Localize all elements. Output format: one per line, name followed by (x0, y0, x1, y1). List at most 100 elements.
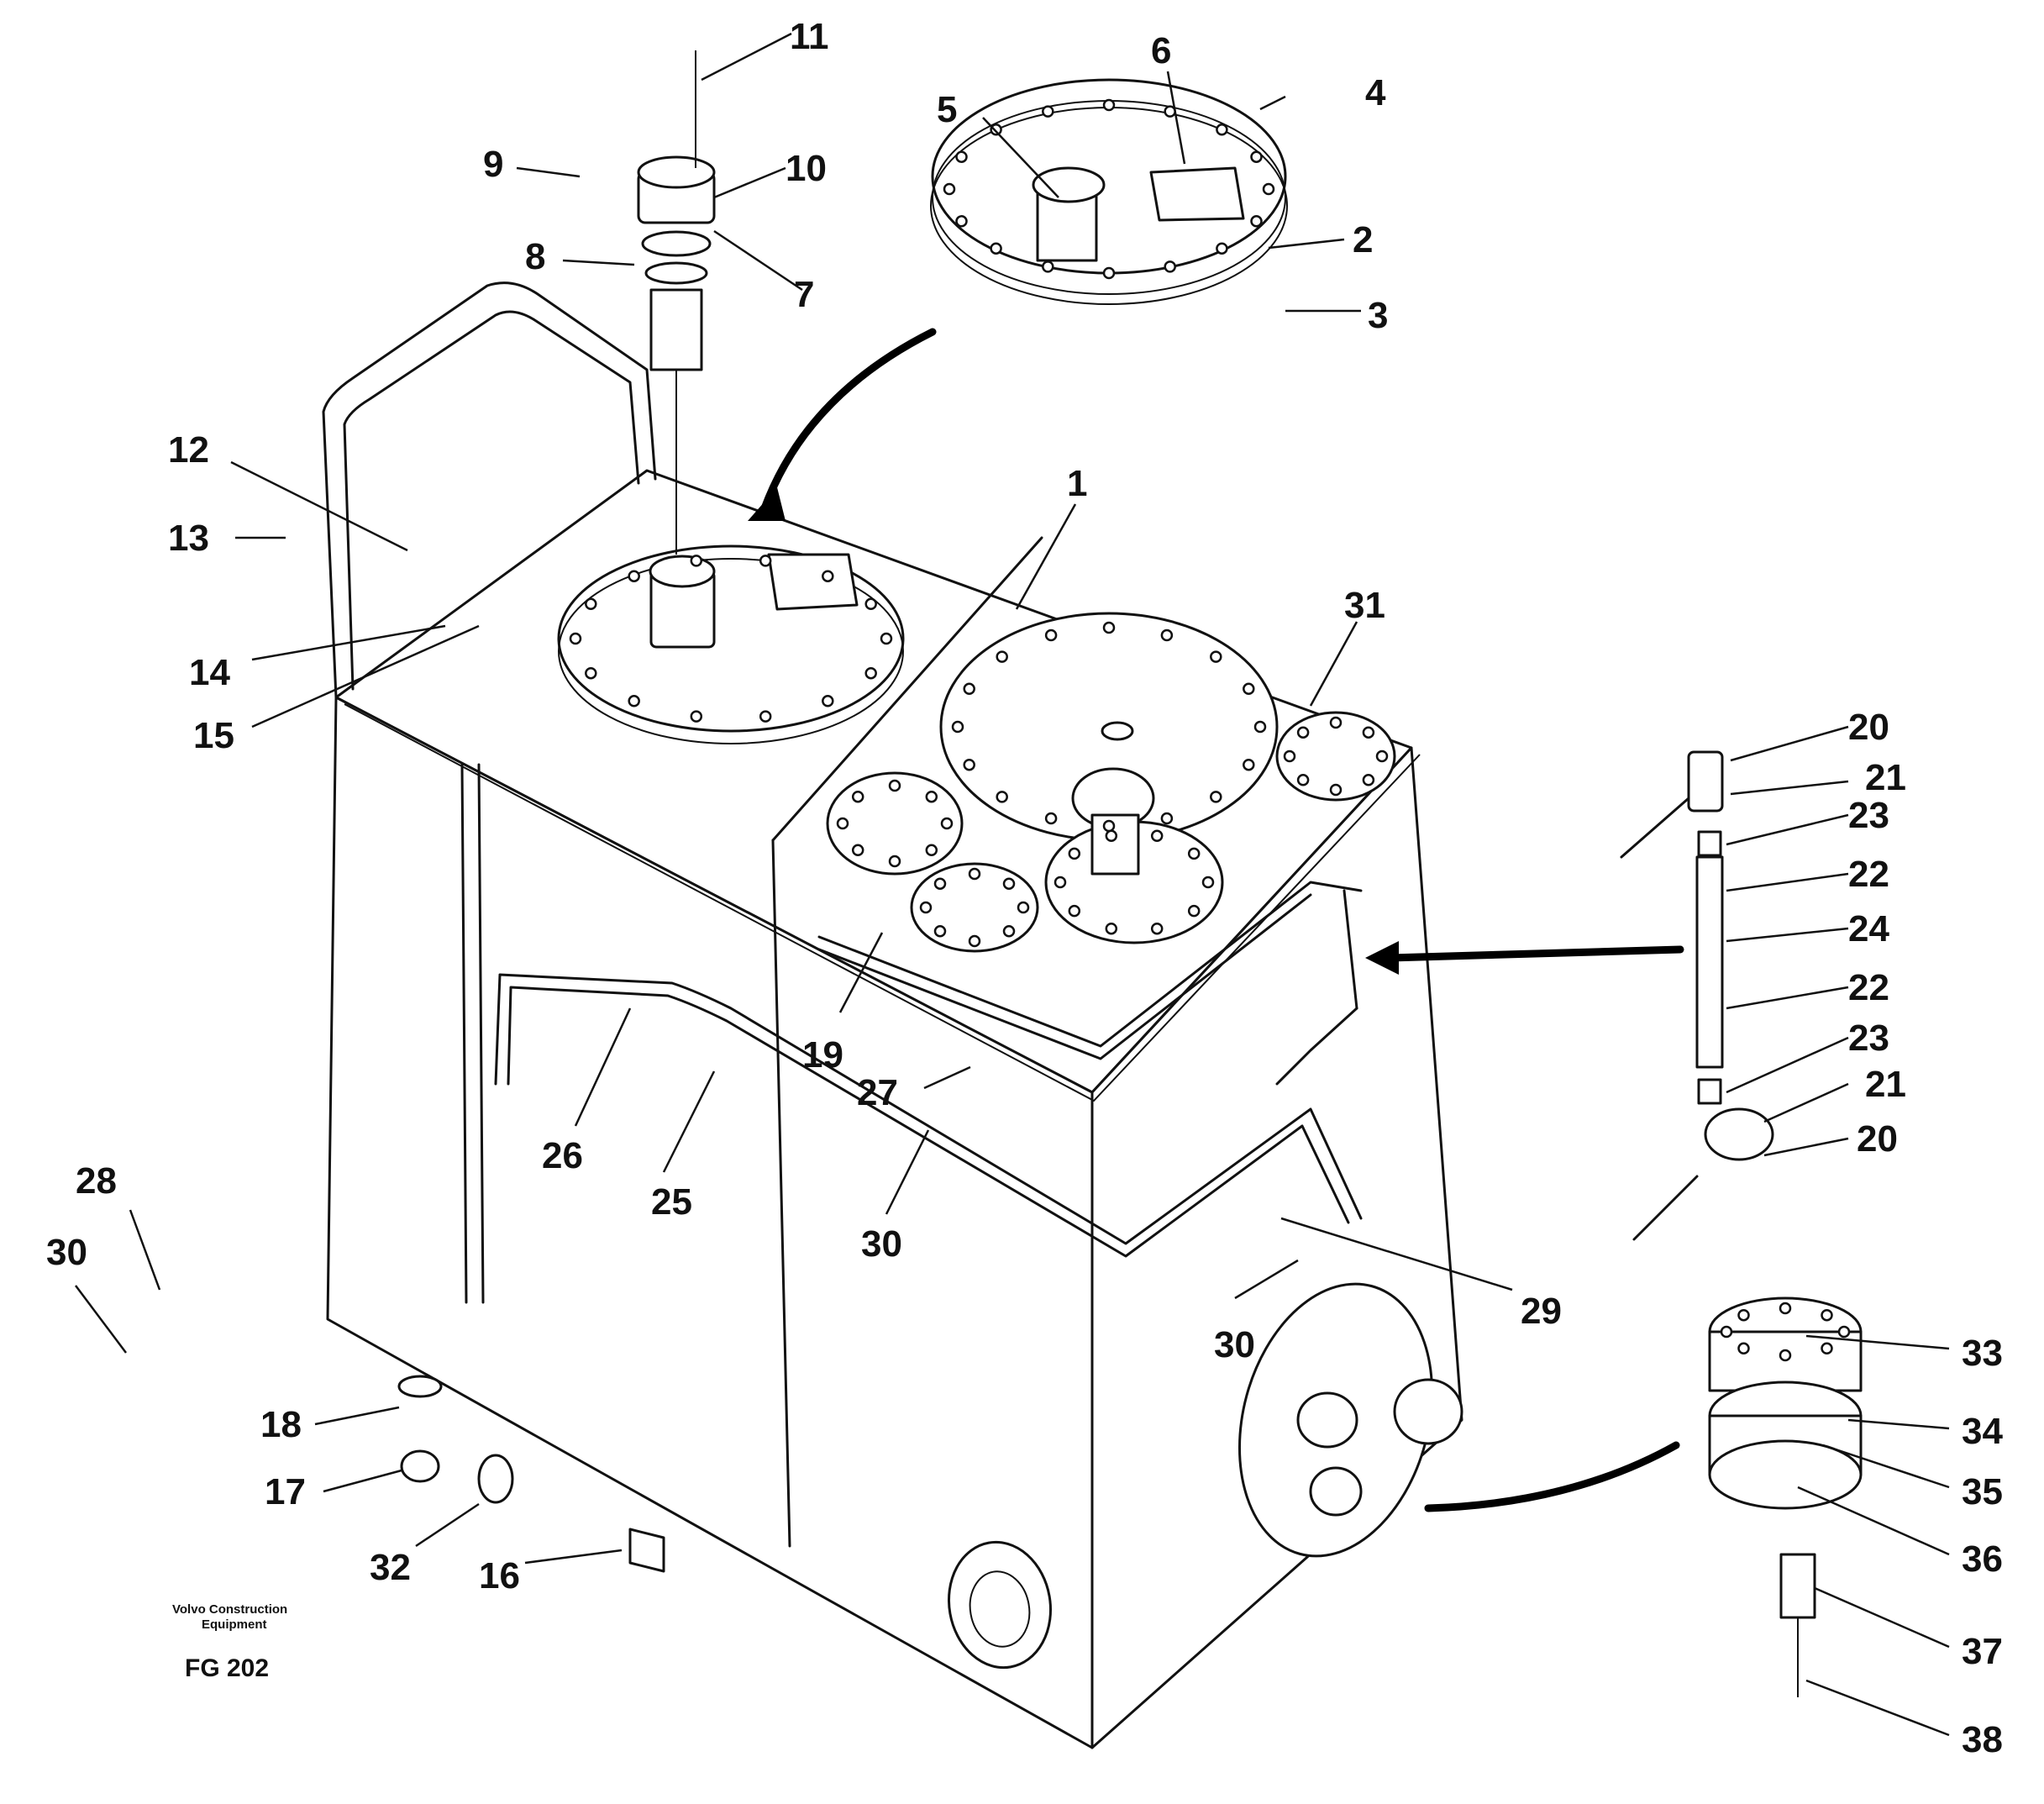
callout-22-bottom: 22 (1848, 967, 1889, 1008)
callout-20-bottom: 20 (1857, 1118, 1898, 1160)
bolt-hole (864, 666, 877, 680)
bolt-hole (951, 720, 964, 734)
bolt-hole (1821, 1342, 1833, 1355)
callout-13: 13 (168, 518, 209, 559)
bolt-hole (759, 555, 772, 567)
bolt-hole (1044, 629, 1058, 642)
figure-code: FG 202 (185, 1654, 269, 1682)
bolt-hole (1296, 726, 1310, 739)
callout-36: 36 (1962, 1538, 2003, 1580)
callout-6: 6 (1151, 30, 1171, 71)
bolt-hole (1375, 749, 1389, 763)
callout-22-top: 22 (1848, 854, 1889, 895)
bolt-hole (1262, 182, 1275, 196)
callout-3: 3 (1368, 295, 1388, 336)
callout-10: 10 (786, 148, 827, 189)
callout-29: 29 (1521, 1291, 1562, 1332)
callout-18: 18 (260, 1404, 302, 1445)
bolt-hole (1210, 791, 1222, 803)
bolt-hole (628, 695, 640, 707)
callout-33: 33 (1962, 1333, 2003, 1374)
callout-24: 24 (1848, 908, 1889, 949)
bolt-hole (1737, 1308, 1750, 1322)
bolt-hole (851, 844, 864, 857)
bolt-hole (851, 790, 864, 803)
bolt-hole (1102, 819, 1116, 833)
bolt-hole (880, 632, 893, 645)
bolt-hole (968, 867, 981, 881)
bolt-hole (1210, 650, 1222, 663)
callout-30-center: 30 (861, 1223, 902, 1265)
bolt-hole (1329, 716, 1343, 729)
left-lid-on-tank (557, 544, 905, 744)
bolt-hole (968, 934, 981, 948)
bolt-hole (628, 570, 640, 582)
bolt-hole (836, 817, 849, 830)
bolt-hole (1243, 682, 1255, 696)
bolt-hole (1243, 758, 1255, 771)
bolt-hole (1042, 260, 1054, 273)
bolt-hole (1160, 812, 1174, 825)
bolt-hole (919, 901, 933, 914)
callout-31: 31 (1344, 585, 1385, 626)
bolt-hole (864, 597, 877, 611)
fitting-kit (1620, 750, 1774, 1241)
bolt-hole (585, 597, 597, 611)
callout-19: 19 (802, 1034, 843, 1076)
bolt-hole (963, 682, 975, 696)
callout-28: 28 (76, 1160, 117, 1202)
bolt-hole (1002, 877, 1016, 890)
callout-14: 14 (189, 652, 230, 693)
callout-labels: 11 9 10 8 7 5 6 4 2 3 12 13 14 15 1 31 2… (46, 16, 2003, 1760)
bolt-hole (1002, 925, 1016, 938)
callout-37: 37 (1962, 1631, 2003, 1672)
bolt-hole (990, 124, 1002, 136)
callout-35: 35 (1962, 1471, 2003, 1512)
bolt-hole (888, 779, 901, 792)
bolt-hole (1105, 829, 1118, 843)
bolt-hole (1201, 876, 1215, 889)
bolt-hole (1720, 1325, 1733, 1339)
bolt-hole (585, 666, 597, 680)
bolt-hole (1187, 904, 1201, 918)
callout-23-top: 23 (1848, 795, 1889, 836)
bolt-hole (1362, 774, 1375, 786)
bolt-hole (1837, 1325, 1851, 1339)
bolt-hole (1779, 1302, 1792, 1315)
callout-21-bottom: 21 (1865, 1064, 1906, 1105)
bolt-hole (1216, 124, 1228, 136)
bolt-hole (943, 182, 956, 196)
bolt-hole (1150, 922, 1164, 935)
bolt-hole (1068, 847, 1081, 860)
callout-12: 12 (168, 429, 209, 471)
callout-17: 17 (265, 1471, 306, 1512)
bolt-hole (1187, 847, 1201, 860)
callout-15: 15 (193, 715, 234, 756)
callout-34: 34 (1962, 1411, 2003, 1452)
callout-8: 8 (525, 236, 545, 277)
bolt-hole (1102, 98, 1116, 112)
drain-flange-assembly (947, 1282, 1463, 1670)
bolt-hole (990, 242, 1002, 255)
bolt-hole (1296, 774, 1310, 786)
bolt-hole (690, 555, 703, 567)
callout-4: 4 (1365, 72, 1386, 113)
callout-27: 27 (857, 1072, 898, 1113)
callout-32: 32 (370, 1547, 411, 1588)
callout-25: 25 (651, 1181, 692, 1223)
bolt-hole (1164, 260, 1176, 273)
brand-line-2: Equipment (202, 1617, 267, 1632)
bolt-hole (1150, 829, 1164, 843)
bolt-hole (569, 632, 582, 645)
callout-16: 16 (479, 1555, 520, 1596)
callout-9: 9 (483, 144, 503, 185)
lower-fittings (397, 1375, 665, 1573)
bolt-hole (1042, 105, 1054, 118)
bolt-hole (933, 877, 947, 890)
bolt-hole (996, 791, 1008, 803)
bolt-hole (1779, 1349, 1792, 1362)
callout-1: 1 (1067, 463, 1087, 504)
bolt-hole (1160, 629, 1174, 642)
bolt-hole (933, 925, 947, 938)
callout-20-top: 20 (1848, 707, 1889, 748)
